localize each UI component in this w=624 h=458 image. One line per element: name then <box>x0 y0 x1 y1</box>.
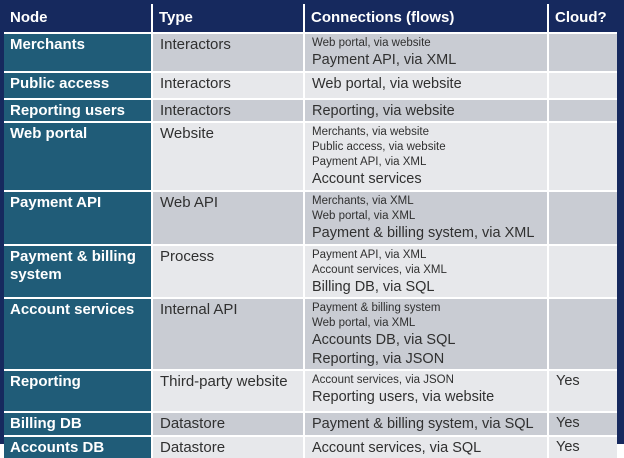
node-cell: Account services <box>4 298 152 370</box>
cloud-cell <box>548 298 617 370</box>
node-cell: Reporting <box>4 370 152 412</box>
connection-line: Merchants, via website <box>312 125 543 140</box>
connections-cell: Account services, via SQL <box>304 436 548 458</box>
node-cell: Accounts DB <box>4 436 152 458</box>
connection-line: Account services, via JSON <box>312 373 543 388</box>
type-cell: Interactors <box>152 99 304 123</box>
type-cell: Datastore <box>152 436 304 458</box>
connection-line: Merchants, via XML <box>312 194 543 209</box>
type-cell: Interactors <box>152 72 304 99</box>
column-header-node: Node <box>4 4 152 33</box>
type-cell: Website <box>152 122 304 191</box>
node-cell: Public access <box>4 72 152 99</box>
node-cell: Reporting users <box>4 99 152 123</box>
connection-line: Payment & billing system, via XML <box>312 224 543 243</box>
cloud-cell: Yes <box>548 412 617 436</box>
column-header-connections-flows: Connections (flows) <box>304 4 548 33</box>
connection-line: Web portal, via XML <box>312 209 543 224</box>
connection-line: Payment & billing system, via SQL <box>312 415 543 434</box>
type-cell: Interactors <box>152 33 304 72</box>
connection-line: Billing DB, via SQL <box>312 278 543 297</box>
cloud-cell: Yes <box>548 370 617 412</box>
connection-line: Reporting users, via website <box>312 388 543 407</box>
cloud-cell: Yes <box>548 436 617 458</box>
cloud-cell <box>548 191 617 245</box>
cloud-cell <box>548 99 617 123</box>
connection-line: Payment API, via XML <box>312 155 543 170</box>
type-cell: Datastore <box>152 412 304 436</box>
connection-line: Account services <box>312 170 543 189</box>
node-cell: Payment API <box>4 191 152 245</box>
column-header-type: Type <box>152 4 304 33</box>
connection-line: Reporting, via JSON <box>312 350 543 369</box>
connection-line: Payment API, via XML <box>312 51 543 70</box>
connection-line: Account services, via XML <box>312 263 543 278</box>
type-cell: Process <box>152 245 304 299</box>
type-cell: Web API <box>152 191 304 245</box>
connections-cell: Reporting, via website <box>304 99 548 123</box>
connection-line: Public access, via website <box>312 140 543 155</box>
node-cell: Web portal <box>4 122 152 191</box>
connections-cell: Web portal, via website <box>304 72 548 99</box>
connection-line: Payment & billing system <box>312 301 543 316</box>
connection-line: Web portal, via website <box>312 36 543 51</box>
node-cell: Merchants <box>4 33 152 72</box>
connection-line: Reporting, via website <box>312 102 543 121</box>
connections-cell: Payment & billing system, via SQL <box>304 412 548 436</box>
connection-line: Payment API, via XML <box>312 248 543 263</box>
type-cell: Third-party website <box>152 370 304 412</box>
cloud-cell <box>548 33 617 72</box>
cloud-cell <box>548 72 617 99</box>
column-header-cloud: Cloud? <box>548 4 617 33</box>
cloud-cell <box>548 122 617 191</box>
node-cell: Billing DB <box>4 412 152 436</box>
connection-line: Web portal, via XML <box>312 316 543 331</box>
node-cell: Payment & billing system <box>4 245 152 299</box>
connection-line: Web portal, via website <box>312 75 543 94</box>
cloud-cell <box>548 245 617 299</box>
connection-line: Accounts DB, via SQL <box>312 331 543 350</box>
connection-line: Account services, via SQL <box>312 439 543 458</box>
type-cell: Internal API <box>152 298 304 370</box>
